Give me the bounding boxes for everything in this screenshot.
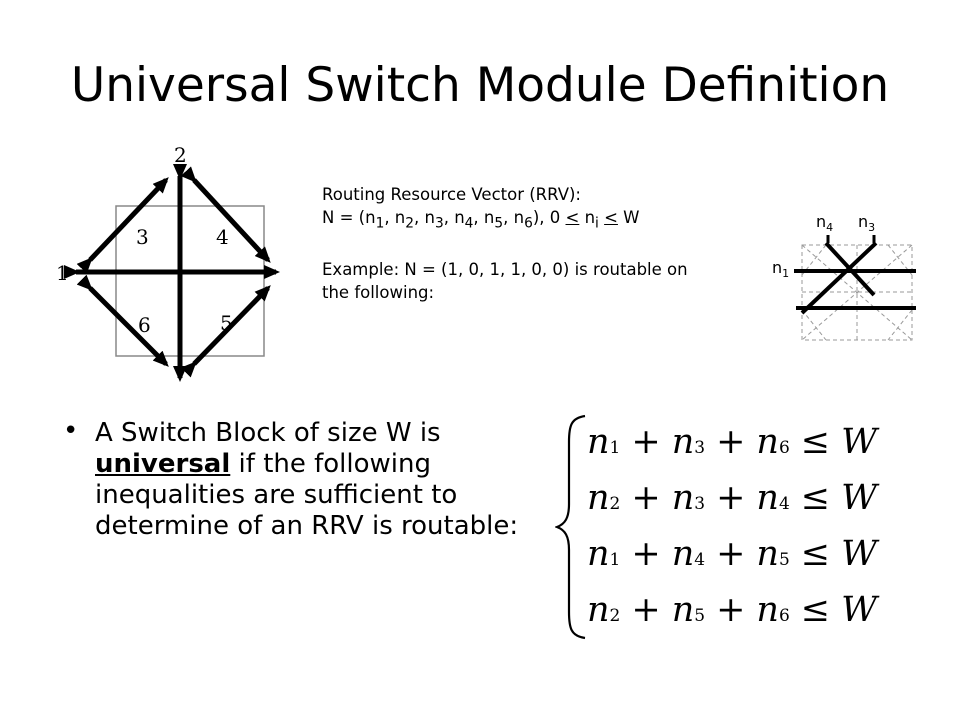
bullet-point: • A Switch Block of size W is universal … bbox=[63, 416, 519, 541]
switch-block-diagram: 1 2 3 4 5 6 bbox=[56, 143, 280, 382]
slide-title: Universal Switch Module Definition bbox=[70, 58, 890, 113]
rrv-formula: N = (n1, n2, n3, n4, n5, n6), 0 < ni < W bbox=[322, 208, 640, 232]
rrv-definition: Routing Resource Vector (RRV): N = (n1, … bbox=[322, 183, 688, 304]
diagonal-arrow-6 bbox=[76, 274, 169, 367]
rrv-example-line2: the following: bbox=[322, 283, 435, 303]
left-brace bbox=[555, 414, 586, 640]
diagonal-arrow-4 bbox=[180, 166, 271, 263]
rrv-example-line1: Example: N = (1, 0, 1, 1, 0, 0) is routa… bbox=[322, 260, 688, 280]
bullet-dot: • bbox=[63, 416, 79, 446]
rrv-heading: Routing Resource Vector (RRV): bbox=[322, 185, 581, 204]
terminal-label-5: 5 bbox=[220, 311, 233, 335]
universal-keyword: universal bbox=[95, 449, 231, 479]
terminal-label-3: 3 bbox=[136, 225, 149, 249]
example-routing-diagram: n4 n3 n1 bbox=[772, 212, 916, 341]
example-label-n3: n3 bbox=[858, 212, 875, 234]
route-n3-diagonal bbox=[800, 241, 878, 315]
terminal-label-6: 6 bbox=[138, 313, 151, 337]
diagonal-arrow-3 bbox=[76, 177, 169, 274]
example-label-n1: n1 bbox=[772, 258, 789, 280]
terminal-label-2: 2 bbox=[174, 143, 187, 167]
example-label-n4: n4 bbox=[816, 212, 833, 234]
terminal-label-4: 4 bbox=[216, 225, 229, 249]
terminal-label-1: 1 bbox=[56, 261, 69, 285]
diagonal-arrow-5 bbox=[180, 285, 271, 378]
